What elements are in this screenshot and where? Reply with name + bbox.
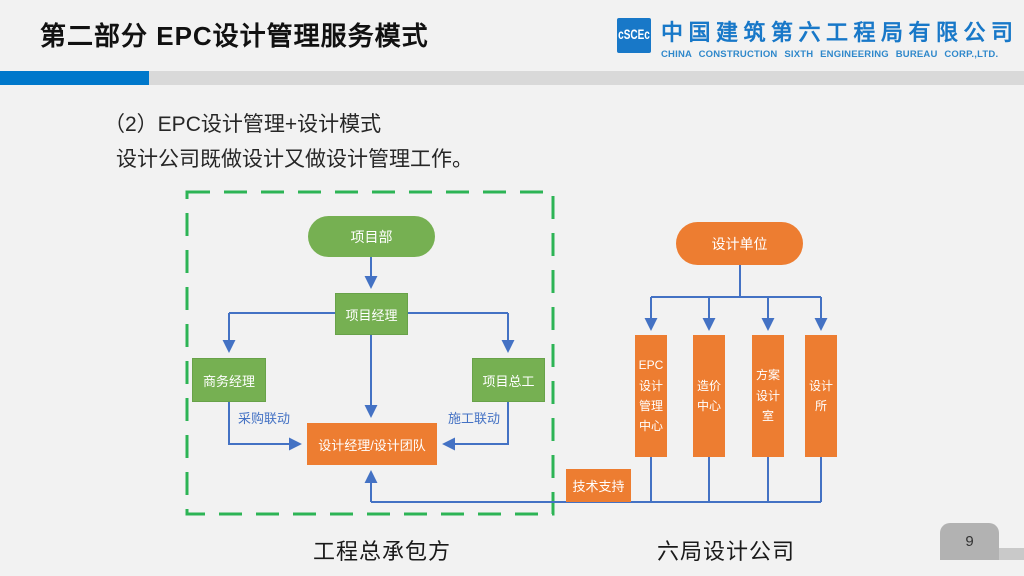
intro-line-1: （2）EPC设计管理+设计模式 <box>104 113 382 136</box>
node-design-team: 设计经理/设计团队 <box>307 423 437 465</box>
node-project-dept: 项目部 <box>308 216 435 257</box>
label-construction-link: 施工联动 <box>448 411 501 426</box>
node-design-unit: 设计单位 <box>676 222 803 265</box>
label-procurement-link: 采购联动 <box>238 411 291 426</box>
company-name-en: CHINA CONSTRUCTION SIXTH ENGINEERING BUR… <box>661 49 999 60</box>
node-dept-cost-center: 造价 中心 <box>693 335 725 457</box>
page-number: 9 <box>965 533 974 550</box>
node-chief-engineer: 项目总工 <box>472 358 545 402</box>
logo-glyph: cSCEc <box>618 27 650 44</box>
label-design-company: 六局设计公司 <box>657 539 796 564</box>
company-name-cn: 中国建筑第六工程局有限公司 <box>661 20 1019 45</box>
header-gray-bar <box>149 71 1024 85</box>
page-title: 第二部分 EPC设计管理服务模式 <box>40 21 429 51</box>
intro-line-2: 设计公司既做设计又做设计管理工作。 <box>116 148 473 171</box>
node-dept-epc-design-center: EPC 设计 管理 中心 <box>635 335 667 457</box>
dashed-border <box>185 190 555 516</box>
node-dept-design-institute: 设计 所 <box>805 335 837 457</box>
node-dept-scheme-design-room: 方案 设计 室 <box>752 335 784 457</box>
page-number-strip <box>999 548 1024 560</box>
node-project-manager: 项目经理 <box>335 293 408 335</box>
node-tech-support: 技术支持 <box>566 469 631 502</box>
company-logo-icon: cSCEc <box>617 18 651 53</box>
company-name-block: 中国建筑第六工程局有限公司 CHINA CONSTRUCTION SIXTH E… <box>661 15 1019 60</box>
label-general-contractor: 工程总承包方 <box>313 539 452 564</box>
page-number-tab: 9 <box>940 523 999 560</box>
node-business-manager: 商务经理 <box>192 358 266 402</box>
header-accent-bar <box>0 71 149 85</box>
